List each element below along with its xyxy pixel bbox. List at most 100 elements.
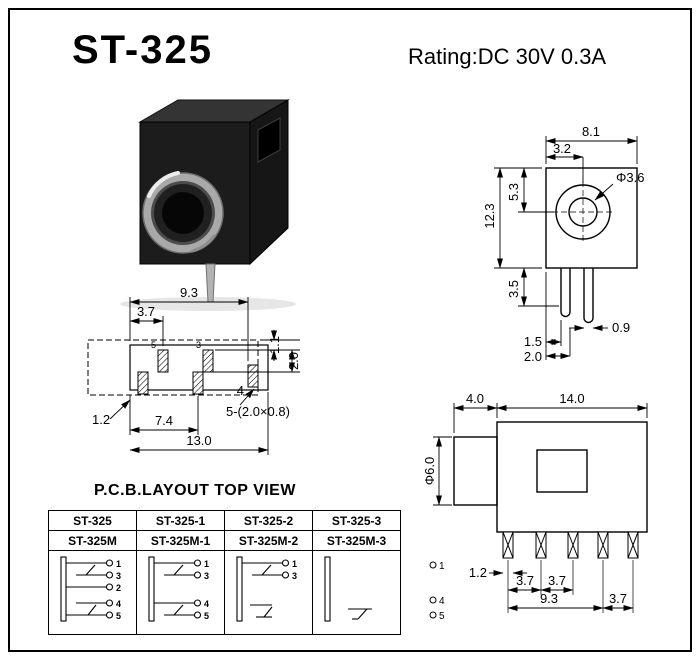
pad-label-3: 3 — [196, 340, 201, 350]
page-title: ST-325 — [72, 28, 213, 72]
legend-circle-4 — [429, 596, 437, 604]
dim-side-body: 14.0 — [559, 391, 584, 406]
metal-barrel — [142, 171, 224, 254]
schematic-row: 1 3 2 4 5 1 3 — [48, 550, 401, 635]
pad-a — [137, 371, 149, 395]
schem2-pin: 5 — [204, 611, 209, 621]
dim-barrel-diameter: Φ6.0 — [425, 457, 437, 485]
model-table: ST-325 ST-325-1 ST-325-2 ST-325-3 ST-325… — [48, 510, 401, 635]
schematic-cell-3: 1 3 — [224, 550, 313, 635]
model-row-m: ST-325M ST-325M-1 ST-325M-2 ST-325M-3 — [48, 530, 401, 551]
schematic-cell-1: 1 3 2 4 5 — [48, 550, 137, 635]
schem3-pin: 3 — [292, 571, 297, 581]
pcb-dimension-labels: 9.3 3.7 1.1 2.0 1.2 7.4 13.0 5-(2.0×0.8)… — [92, 285, 301, 448]
dim-side-pitch-c: 3.7 — [609, 591, 627, 606]
schem2-pin: 3 — [204, 571, 209, 581]
dim-pin-width: 0.9 — [612, 320, 630, 335]
dim-pcb-span-a: 7.4 — [155, 413, 173, 428]
schematic-cell-4 — [312, 550, 401, 635]
bottom-pins — [502, 531, 639, 559]
pad-5 — [157, 349, 169, 373]
legend-circle-5 — [429, 611, 437, 619]
side-dimension-lines — [433, 403, 648, 613]
schem1-pin: 1 — [116, 559, 121, 569]
centerlines — [552, 181, 614, 243]
pcb-layout-heading: P.C.B.LAYOUT TOP VIEW — [94, 482, 296, 499]
legend-pin-5: 5 — [439, 611, 445, 622]
dim-front-width-inner: 3.2 — [553, 141, 571, 156]
side-outline — [453, 421, 648, 533]
model-cell: ST-325M — [48, 530, 137, 551]
dim-pcb-width: 9.3 — [180, 285, 198, 300]
pad-b — [192, 371, 204, 395]
pad-label-4: 4 — [237, 383, 244, 398]
front-dimension-labels: 8.1 3.2 5.3 12.3 3.5 Φ3.6 1.5 2.0 0.9 — [482, 124, 644, 364]
product-photo — [120, 99, 296, 311]
solder-pads — [137, 349, 259, 395]
dim-side-span: 9.3 — [540, 591, 558, 606]
page-border — [8, 8, 692, 652]
dim-side-pitch-a: 3.7 — [516, 573, 534, 588]
schematic-lines — [147, 556, 201, 622]
schematic-lines — [59, 556, 113, 622]
model-cell: ST-325 — [48, 510, 137, 531]
pad-size-note: 5-(2.0×0.8) — [226, 404, 290, 419]
legend-pin-1: 1 — [439, 561, 445, 572]
body-recess — [536, 449, 588, 493]
schematic-st325-3 — [323, 556, 372, 622]
model-cell: ST-325-2 — [224, 510, 313, 531]
schematic-cell-2: 1 3 4 5 — [136, 550, 225, 635]
schem1-pin: 2 — [116, 583, 121, 593]
pin-number-legend: 1 4 5 — [429, 561, 445, 622]
dim-pcb-total: 13.0 — [186, 433, 211, 448]
pcb-layout-drawing: 9.3 3.7 1.1 2.0 1.2 7.4 13.0 5-(2.0×0.8)… — [87, 285, 301, 455]
body-profile — [496, 421, 648, 533]
schem2-pin: 1 — [204, 559, 209, 569]
dim-side-pin-width: 1.2 — [469, 565, 487, 580]
schematic-lines — [323, 556, 372, 622]
dim-side-pitch-b: 3.7 — [548, 573, 566, 588]
pin-left — [560, 268, 571, 318]
dim-pcb-row-offset: 1.1 — [267, 336, 282, 354]
jack-front-outline — [545, 167, 638, 324]
pad-4 — [247, 364, 259, 388]
legend-pin-4: 4 — [439, 596, 445, 607]
dim-hole-diameter: Φ3.6 — [616, 170, 644, 185]
dim-pcb-row-pitch: 2.0 — [286, 352, 301, 370]
model-row-plain: ST-325 ST-325-1 ST-325-2 ST-325-3 — [48, 510, 401, 531]
model-cell: ST-325-1 — [136, 510, 225, 531]
dim-pcb-left-offset: 1.2 — [92, 412, 110, 427]
schem1-pin: 4 — [116, 599, 121, 609]
schematic-lines — [235, 556, 289, 622]
side-slot — [257, 117, 281, 163]
dim-front-height-lower: 3.5 — [506, 280, 521, 298]
schematic-st325-1: 1 3 4 5 — [147, 556, 209, 622]
schem3-pin: 1 — [292, 559, 297, 569]
model-cell: ST-325M-3 — [312, 530, 401, 551]
side-view-drawing: 4.0 14.0 Φ6.0 1.2 3.7 3.7 9.3 3.7 1 4 5 — [425, 391, 648, 622]
dim-side-front: 4.0 — [466, 391, 484, 406]
front-view-drawing: 8.1 3.2 5.3 12.3 3.5 Φ3.6 1.5 2.0 0.9 — [482, 124, 644, 364]
legend-circle-1 — [429, 561, 437, 569]
schematic-st325-2: 1 3 — [235, 556, 297, 622]
model-cell: ST-325M-1 — [136, 530, 225, 551]
front-dimension-lines — [494, 136, 638, 360]
dim-front-width-top: 8.1 — [582, 124, 600, 139]
pad-label-5: 5 — [151, 340, 156, 350]
schem1-pin: 3 — [116, 571, 121, 581]
pcb-dimension-lines — [109, 297, 300, 455]
schem1-pin: 5 — [116, 611, 121, 621]
dim-pin-offset-a: 1.5 — [524, 334, 542, 349]
side-dimension-labels: 4.0 14.0 Φ6.0 1.2 3.7 3.7 9.3 3.7 — [425, 391, 627, 606]
dim-front-height-upper: 5.3 — [506, 183, 521, 201]
dim-pcb-pad-span: 3.7 — [137, 304, 155, 319]
pin-right — [583, 268, 594, 324]
model-cell: ST-325-3 — [312, 510, 401, 531]
barrel-profile — [453, 436, 498, 506]
dim-front-height-total: 12.3 — [482, 203, 497, 228]
dim-pin-offset-b: 2.0 — [524, 349, 542, 364]
schematic-st325: 1 3 2 4 5 — [59, 556, 121, 622]
rating-text: Rating:DC 30V 0.3A — [408, 44, 607, 69]
schem2-pin: 4 — [204, 599, 209, 609]
